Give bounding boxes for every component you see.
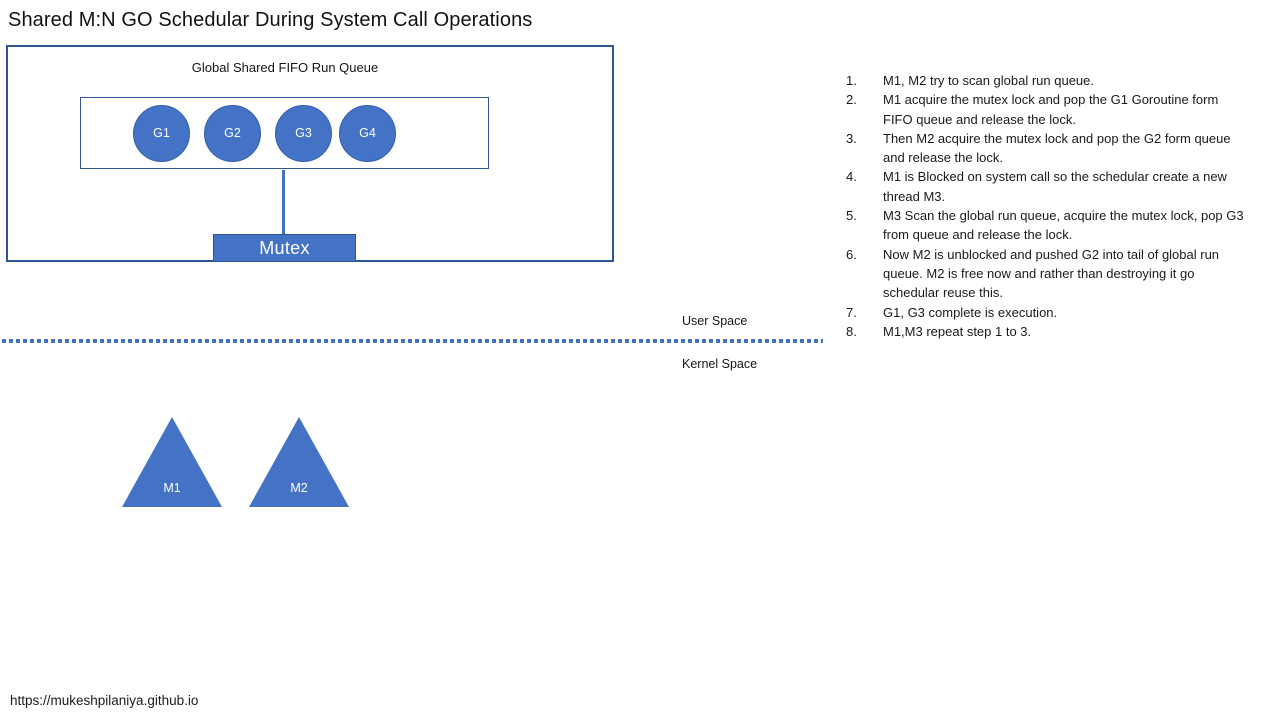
step-text: M1, M2 try to scan global run queue. bbox=[883, 73, 1095, 88]
step-text: M1 acquire the mutex lock and pop the G1… bbox=[883, 92, 1219, 127]
step-text: M1 is Blocked on system call so the sche… bbox=[883, 169, 1227, 204]
steps-list: 1. M1, M2 try to scan global run queue. … bbox=[846, 71, 1248, 341]
goroutine-g1: G1 bbox=[133, 104, 190, 162]
step-item: 1. M1, M2 try to scan global run queue. bbox=[846, 71, 1248, 90]
step-item: 8. M1,M3 repeat step 1 to 3. bbox=[846, 322, 1248, 341]
step-text: Then M2 acquire the mutex lock and pop t… bbox=[883, 130, 1231, 166]
goroutine-g3: G3 bbox=[275, 104, 332, 162]
thread-m2-triangle: M2 bbox=[249, 417, 349, 507]
step-text: Now M2 is unblocked and pushed G2 into t… bbox=[883, 246, 1220, 301]
step-number: 5. bbox=[846, 208, 857, 224]
user-kernel-divider bbox=[2, 339, 823, 343]
page-title: Shared M:N GO Schedular During System Ca… bbox=[8, 9, 533, 31]
step-number: 8. bbox=[846, 323, 857, 339]
queue-title: Global Shared FIFO Run Queue bbox=[191, 60, 379, 75]
kernel-space-label: Kernel Space bbox=[682, 357, 758, 371]
step-number: 3. bbox=[846, 130, 857, 146]
step-item: 3. Then M2 acquire the mutex lock and po… bbox=[846, 129, 1248, 168]
mutex-connector-line bbox=[282, 170, 285, 234]
step-number: 4. bbox=[846, 169, 857, 185]
step-item: 4. M1 is Blocked on system call so the s… bbox=[846, 167, 1248, 206]
step-item: 2. M1 acquire the mutex lock and pop the… bbox=[846, 90, 1248, 129]
thread-m1-triangle: M1 bbox=[122, 417, 222, 507]
step-item: 5. M3 Scan the global run queue, acquire… bbox=[846, 206, 1248, 245]
step-text: M3 Scan the global run queue, acquire th… bbox=[883, 208, 1244, 243]
goroutine-g2: G2 bbox=[204, 104, 261, 162]
step-number: 2. bbox=[846, 92, 857, 108]
step-text: M1,M3 repeat step 1 to 3. bbox=[883, 323, 1032, 339]
step-item: 6. Now M2 is unblocked and pushed G2 int… bbox=[846, 245, 1248, 303]
mutex-box: Mutex bbox=[213, 234, 356, 262]
step-number: 1. bbox=[846, 73, 857, 88]
step-text: G1, G3 complete is execution. bbox=[883, 304, 1058, 320]
footer-url: https://mukeshpilaniya.github.io bbox=[10, 693, 199, 708]
step-number: 7. bbox=[846, 304, 857, 320]
goroutine-queue: G1 G2 G3 G4 bbox=[80, 97, 489, 169]
goroutine-g4: G4 bbox=[339, 104, 396, 162]
user-space-label: User Space bbox=[682, 314, 748, 328]
step-item: 7. G1, G3 complete is execution. bbox=[846, 303, 1248, 322]
step-number: 6. bbox=[846, 246, 857, 262]
